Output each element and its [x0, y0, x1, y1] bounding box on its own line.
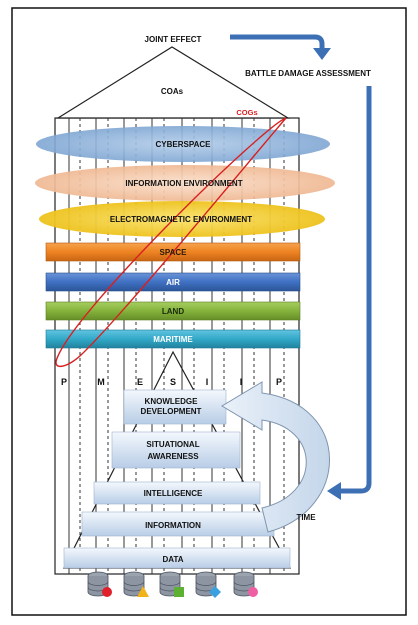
pmesii-letter-information: I — [206, 377, 209, 387]
coa-triangle — [55, 46, 291, 119]
database-heart-icon — [233, 571, 258, 597]
pyramid-step-situational — [111, 431, 241, 469]
cogs-loop — [55, 117, 287, 367]
bda-arrow — [339, 86, 372, 494]
bda-arrowhead — [327, 482, 341, 500]
cogs-label: COGs — [236, 108, 257, 117]
time-label: TIME — [296, 513, 316, 522]
data-label: DATA — [162, 555, 183, 564]
database-circle-icon — [87, 571, 112, 597]
joint-effect-arrow — [230, 34, 325, 50]
land-label: LAND — [162, 307, 184, 316]
database-diamond-icon — [195, 571, 221, 598]
maritime-bar — [45, 329, 301, 349]
pmesii-letters: P M E S I I P — [61, 377, 282, 387]
pyramid-step-information — [81, 511, 275, 537]
situational-label-line2: AWARENESS — [147, 452, 199, 461]
electromagnetic-environment-label: ELECTROMAGNETIC ENVIRONMENT — [110, 215, 252, 224]
joint-effect-label: JOINT EFFECT — [145, 35, 202, 44]
joint-effect-arrowhead — [313, 48, 331, 60]
pyramid-step-data — [63, 547, 291, 569]
intelligence-label: INTELLIGENCE — [144, 489, 203, 498]
pmesii-letter-political: P — [61, 377, 67, 387]
database-square-icon — [159, 571, 184, 597]
pyramid-step-intelligence — [93, 481, 261, 505]
pmesii-letter-physical: P — [276, 377, 282, 387]
pmesii-letter-military: M — [97, 377, 105, 387]
electromagnetic-environment-ellipse — [39, 201, 325, 237]
database-triangle-icon — [123, 571, 149, 597]
maritime-label: MARITIME — [153, 335, 193, 344]
space-label: SPACE — [160, 248, 188, 257]
information-environment-label: INFORMATION ENVIRONMENT — [125, 179, 242, 188]
coas-label: COAs — [161, 87, 184, 96]
air-label: AIR — [166, 278, 180, 287]
pmesii-letter-social: S — [170, 377, 176, 387]
pmesii-letter-economic: E — [137, 377, 143, 387]
pmesii-letter-infrastructure: I — [240, 377, 243, 387]
land-bar — [45, 301, 301, 321]
information-label: INFORMATION — [145, 521, 201, 530]
time-arrow — [221, 381, 330, 533]
information-environment-ellipse — [35, 165, 335, 201]
situational-label-line1: SITUATIONAL — [146, 440, 199, 449]
battle-damage-assessment-label: BATTLE DAMAGE ASSESSMENT — [245, 69, 371, 78]
knowledge-label-line2: DEVELOPMENT — [141, 407, 202, 416]
pyramid-step-knowledge — [123, 389, 227, 425]
knowledge-label-line1: KNOWLEDGE — [145, 397, 199, 406]
cyberspace-label: CYBERSPACE — [156, 140, 212, 149]
database-icons — [87, 571, 258, 598]
